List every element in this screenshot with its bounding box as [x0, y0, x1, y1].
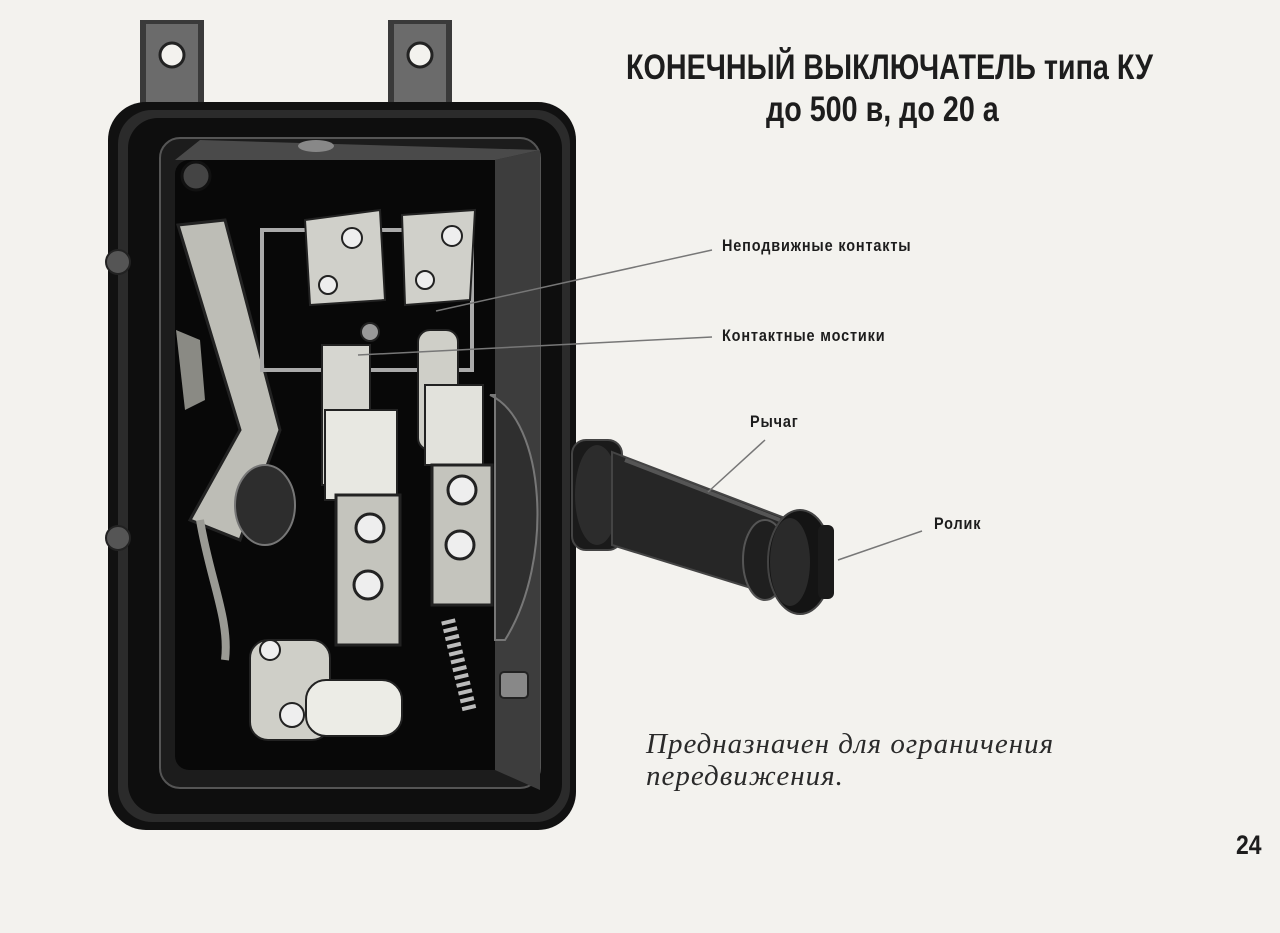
callout-fixed-contacts: Неподвижные контакты	[722, 236, 912, 255]
cam-and-spring	[441, 394, 539, 714]
external-lever	[571, 439, 791, 602]
lever-leader	[707, 439, 766, 493]
bottom-roller-assembly	[249, 639, 403, 741]
callout-contact-bridges: Контактные мостики	[722, 326, 886, 345]
title-line-2: до 500 в, до 20 а	[766, 90, 999, 129]
contact-bridges-leader	[357, 336, 713, 356]
callout-roller: Ролик	[934, 514, 982, 533]
contact-bridges	[321, 329, 494, 647]
roller-leader	[837, 530, 923, 561]
left-lever-mechanism	[176, 218, 296, 661]
fixed-contacts	[260, 208, 477, 372]
callout-leader-lines	[357, 249, 923, 561]
mounting-tabs	[140, 20, 452, 120]
page-number: 24	[1236, 830, 1262, 860]
description: Предназначен для ограничения передвижени…	[646, 728, 1055, 792]
fixed-contacts-leader	[435, 249, 713, 312]
callout-lever: Рычаг	[750, 412, 799, 431]
external-roller	[767, 509, 834, 615]
title-line-1: КОНЕЧНЫЙ ВЫКЛЮЧАТЕЛЬ типа КУ	[626, 48, 1153, 87]
